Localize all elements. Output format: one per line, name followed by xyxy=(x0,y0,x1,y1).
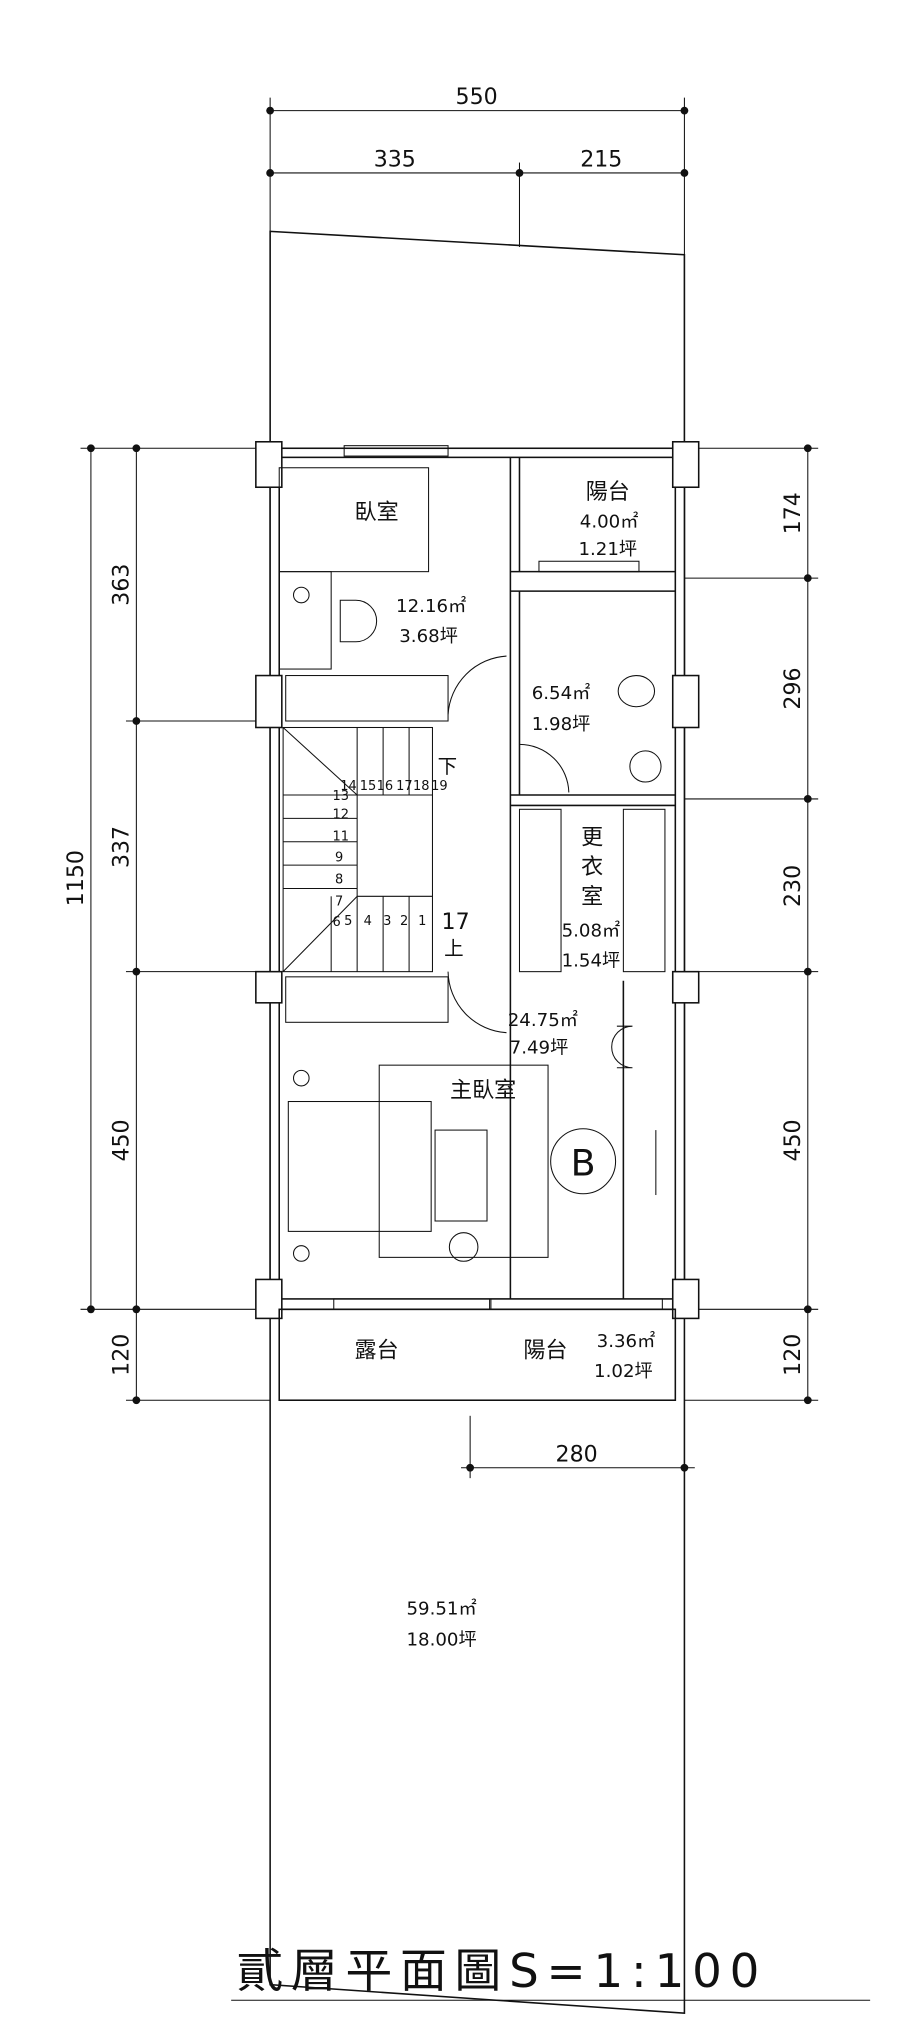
yard-area-ping: 18.00坪 xyxy=(406,1630,476,1651)
stair-count: 17 xyxy=(442,910,470,935)
dim-120-left: 120 xyxy=(110,1334,135,1376)
stair-step: 17 xyxy=(396,779,413,794)
stair-step: 6 xyxy=(332,915,340,930)
room-closet-area-m2: 5.08㎡ xyxy=(562,920,621,942)
stair-step: 1 xyxy=(418,914,426,929)
room-master-area-ping: 7.49坪 xyxy=(510,1037,569,1058)
left-dimensions: 1150 363 337 450 120 xyxy=(64,444,271,1405)
stair-step: 12 xyxy=(332,807,349,822)
dim-280: 280 xyxy=(556,1442,598,1467)
stair-step: 9 xyxy=(335,850,343,865)
plan-title: 貳層平面圖S=1:100 xyxy=(236,1945,767,1999)
room-master-badge: B xyxy=(571,1142,596,1185)
dim-550: 550 xyxy=(456,85,498,110)
stair-step: 7 xyxy=(335,894,343,909)
room-master-name: 主臥室 xyxy=(450,1079,516,1104)
stair-step: 16 xyxy=(377,779,394,794)
room-bedroom-name: 臥室 xyxy=(355,501,399,526)
fixtures xyxy=(292,586,662,1262)
dim-296: 296 xyxy=(781,667,806,709)
bed-icon xyxy=(287,1064,549,1262)
right-dimensions: 174 296 230 450 120 xyxy=(675,444,819,1405)
dim-215: 215 xyxy=(580,147,622,172)
room-bathroom-area-ping: 1.98坪 xyxy=(532,714,591,735)
room-closet-name-2: 衣 xyxy=(581,855,603,880)
top-dimensions: 550 335 215 xyxy=(266,85,689,442)
stair-step: 19 xyxy=(431,779,448,794)
stair-step: 4 xyxy=(364,914,372,929)
stair-step: 13 xyxy=(332,789,349,804)
site-outline xyxy=(269,230,686,2015)
room-badge-circle xyxy=(550,1128,617,1195)
stair-up-label: 上 xyxy=(444,937,463,960)
dim-230: 230 xyxy=(781,865,806,907)
building-walls xyxy=(255,440,700,1401)
room-master-area-m2: 24.75㎡ xyxy=(508,1009,578,1031)
room-balcony-bottom-area-m2: 3.36㎡ xyxy=(597,1330,656,1352)
stair-step: 8 xyxy=(335,872,343,887)
room-balcony-bottom-area-ping: 1.02坪 xyxy=(594,1361,653,1382)
dim-450-right: 450 xyxy=(781,1119,806,1161)
bottom-dimension: 280 xyxy=(461,1415,695,1479)
room-balcony-top-area-m2: 4.00㎡ xyxy=(580,510,639,532)
dim-450-left: 450 xyxy=(110,1119,135,1161)
stair-step: 18 xyxy=(413,779,430,794)
dim-363: 363 xyxy=(110,564,135,606)
dim-337: 337 xyxy=(110,826,135,868)
stair-step: 5 xyxy=(344,914,352,929)
stair-step: 2 xyxy=(400,914,408,929)
room-bathroom-area-m2: 6.54㎡ xyxy=(532,682,591,704)
room-closet-area-ping: 1.54坪 xyxy=(562,950,621,971)
stair-step: 11 xyxy=(332,829,349,844)
room-balcony-top-name: 陽台 xyxy=(586,480,630,505)
dim-335: 335 xyxy=(374,147,416,172)
dim-1150: 1150 xyxy=(64,850,89,906)
room-closet-name-3: 室 xyxy=(581,885,603,910)
stair-step: 3 xyxy=(383,914,391,929)
stair-step: 15 xyxy=(360,779,377,794)
staircase: 下 14 15 16 17 18 19 13 12 11 9 8 7 6 5 4… xyxy=(282,726,470,973)
room-bedroom-area-ping: 3.68坪 xyxy=(399,626,458,647)
room-bedroom-area-m2: 12.16㎡ xyxy=(396,595,466,617)
dim-174: 174 xyxy=(781,492,806,534)
room-closet-name-1: 更 xyxy=(581,825,603,850)
yard-area-m2: 59.51㎡ xyxy=(406,1598,476,1620)
stair-down-label: 下 xyxy=(438,755,457,778)
stair-step: 14 xyxy=(340,779,357,794)
room-balcony-bottom-name: 陽台 xyxy=(523,1338,567,1363)
room-terrace-name: 露台 xyxy=(355,1338,399,1363)
dim-120-right: 120 xyxy=(781,1334,806,1376)
room-balcony-top-area-ping: 1.21坪 xyxy=(578,539,637,560)
